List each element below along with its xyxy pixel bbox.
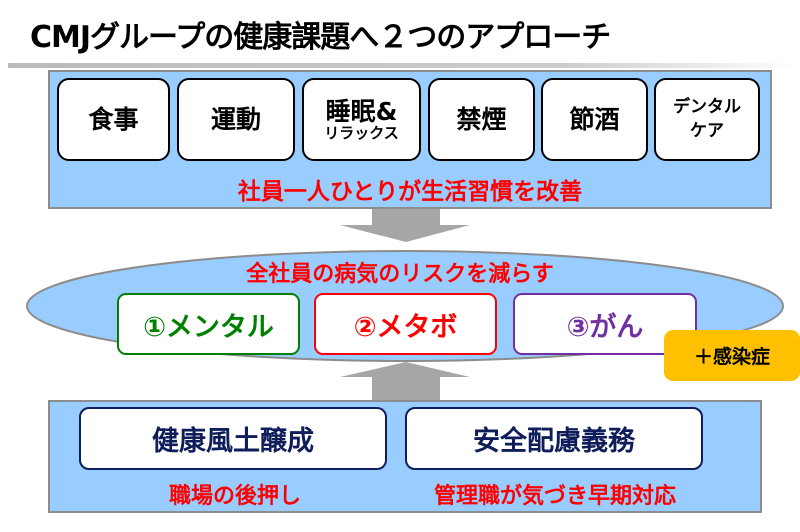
habit-label: 食事 [88,104,139,134]
title-divider [8,63,800,68]
habit-sleep: 睡眠&リラックス [302,78,421,161]
foundation-culture-caption: 職場の後押し [168,484,301,509]
page-title: CMJグループの健康課題へ２つのアプローチ [30,20,611,55]
habit-sublabel: リラックス [324,124,399,142]
habit-sublabel: ケア [690,120,724,141]
habit-label: デンタル [673,96,741,117]
habit-diet: 食事 [57,78,170,161]
habit-label: 運動 [210,104,261,134]
habit-label: 節酒 [569,104,620,134]
foundation-culture: 健康風土醸成 [79,407,387,470]
habit-moderate-drinking: 節酒 [541,78,648,161]
foundation-safety-caption: 管理職が気づき早期対応 [433,484,676,509]
risk-mental: ①メンタル [117,293,300,355]
risk-caption: 全社員の病気のリスクを減らす [246,262,554,287]
infectious-disease-badge: ＋感染症 [664,330,800,381]
habit-exercise: 運動 [177,78,295,161]
down-arrow [340,209,470,242]
habits-caption: 社員一人ひとりが生活習慣を改善 [237,179,583,205]
foundation-safety-duty: 安全配慮義務 [405,407,703,470]
habit-label: 睡眠& [325,96,398,126]
habit-no-smoking: 禁煙 [428,78,535,161]
up-arrow [340,362,470,401]
habit-dental: デンタルケア [654,78,760,161]
habit-label: 禁煙 [456,104,507,134]
risk-metabolic: ②メタボ [314,293,497,355]
